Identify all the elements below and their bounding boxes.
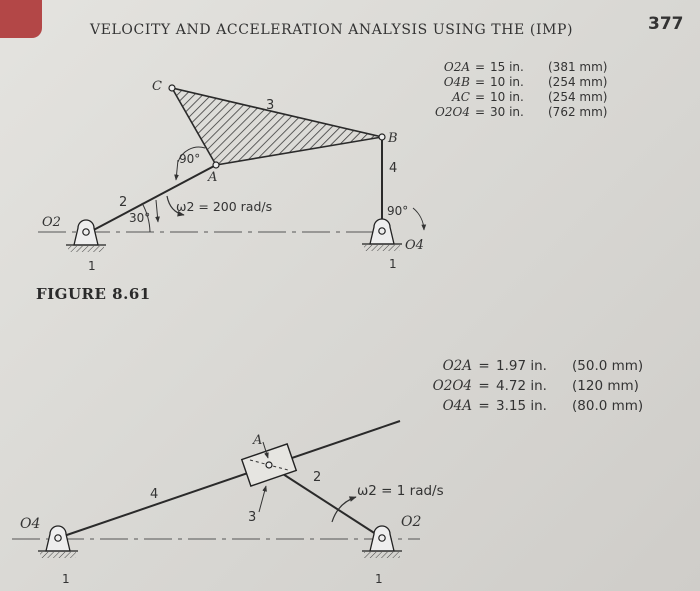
joint-c [168,84,176,92]
dimension-metric: (381 mm) [548,60,608,74]
dimension-equals: = [478,358,490,374]
omega-arrow-fig861 [166,195,185,217]
joint-b [378,133,386,141]
dimension-equals: = [474,75,486,89]
label-link-1-right: 1 [389,257,397,271]
figure-8-61-caption: FIGURE 8.61 [36,285,151,303]
dimension-equals: = [478,398,490,414]
ground-pivot-o4 [362,218,402,251]
dimension-name: O2A [443,60,470,74]
label-link-3-lower: 3 [248,510,256,525]
dimension-row: O2O4 = 4.72 in. (120 mm) [420,376,672,396]
dimension-metric: (120 mm) [572,378,639,394]
dimensions-table-lower: O2A = 1.97 in. (50.0 mm) O2O4 = 4.72 in. (120 m… [420,356,672,416]
label-link-3: 3 [266,98,274,113]
dimension-equals: = [478,378,490,394]
dimension-metric: (50.0 mm) [572,358,644,374]
ground-pivot-o2 [66,219,106,252]
dimension-equals: = [474,90,486,104]
label-o2-lower: O2 [401,514,421,530]
label-o4: O4 [405,238,424,253]
dimension-value: 4.72 in. [496,378,547,394]
label-link-1-right-lower: 1 [375,572,383,586]
omega-arrow-lower [331,496,357,523]
label-link-1-left-lower: 1 [62,572,70,586]
label-link-2-lower: 2 [313,470,321,485]
dimension-metric: (254 mm) [548,90,608,104]
dimension-name: O4A [442,398,472,414]
dimension-value: 10 in. [490,75,524,89]
dimension-row: O2A = 1.97 in. (50.0 mm) [420,356,672,376]
dimension-row: O4A = 3.15 in. (80.0 mm) [420,396,672,416]
angle-arc-90-a [177,146,206,163]
label-link-2: 2 [119,195,127,210]
figure-lower-drawing: O4 O2 A 1 1 2 3 4 ω2 = 1 rad/s [12,420,444,586]
ground-pivot-o2-lower [362,525,402,558]
dimension-value: 10 in. [490,90,524,104]
page-number: 377 [648,14,684,34]
joint-a-lower [265,461,273,469]
dimension-value: 30 in. [490,105,524,119]
corner-tab [0,0,42,38]
dimensions-table-fig861: O2A = 15 in. (381 mm) O4B = 10 in. (254 mm) AC = 1… [420,60,628,120]
dimension-metric: (80.0 mm) [572,398,644,414]
joint-a [212,161,220,169]
label-angle-30: 30° [129,211,150,225]
label-link-4-lower: 4 [150,487,158,502]
dimension-row: O4B = 10 in. (254 mm) [420,75,628,90]
pointer-3-arrow [258,485,267,513]
label-o2: O2 [42,215,61,230]
label-omega-fig861: ω2 = 200 rad/s [176,199,272,214]
dimension-name: O2O4 [435,105,470,119]
dimension-row: O2A = 15 in. (381 mm) [420,60,628,75]
dimension-metric: (762 mm) [548,105,608,119]
dimension-name: AC [452,90,470,104]
coupler-link-3 [170,86,383,166]
angle-arc-90-b [412,207,427,231]
label-c: C [152,79,162,94]
crank-link-2-lower [268,464,383,539]
figure-8-61-drawing: O2 O4 A B C 1 1 2 3 4 90° 30° 90° ω2 = 2… [38,79,427,273]
crank-link-2 [85,164,217,235]
label-omega-lower: ω2 = 1 rad/s [357,483,444,499]
ground-pivot-o4-lower [38,525,78,558]
dimension-equals: = [474,105,486,119]
dimension-row: O2O4 = 30 in. (762 mm) [420,105,628,120]
dimension-equals: = [474,60,486,74]
label-b: B [387,131,398,146]
dimension-row: AC = 10 in. (254 mm) [420,90,628,105]
angle-30-arrow [155,199,160,223]
label-link-4: 4 [389,161,397,176]
dimension-name: O2O4 [432,378,472,394]
label-angle-90-a: 90° [179,152,200,166]
angle-90-a-arrow [174,159,179,181]
pointer-a-arrow [262,441,269,459]
label-a: A [207,170,217,185]
dimension-value: 15 in. [490,60,524,74]
slotted-link-4 [57,420,401,539]
label-o4-lower: O4 [20,516,40,532]
dimension-name: O2A [442,358,472,374]
angle-arc-30 [141,202,151,233]
running-head: VELOCITY AND ACCELERATION ANALYSIS USING… [90,22,574,38]
dimension-metric: (254 mm) [548,75,608,89]
label-link-1-left: 1 [88,259,96,273]
label-a-lower: A [252,433,262,448]
label-angle-90-b: 90° [387,204,408,218]
dimension-name: O4B [443,75,470,89]
dimension-value: 1.97 in. [496,358,547,374]
dimension-value: 3.15 in. [496,398,547,414]
